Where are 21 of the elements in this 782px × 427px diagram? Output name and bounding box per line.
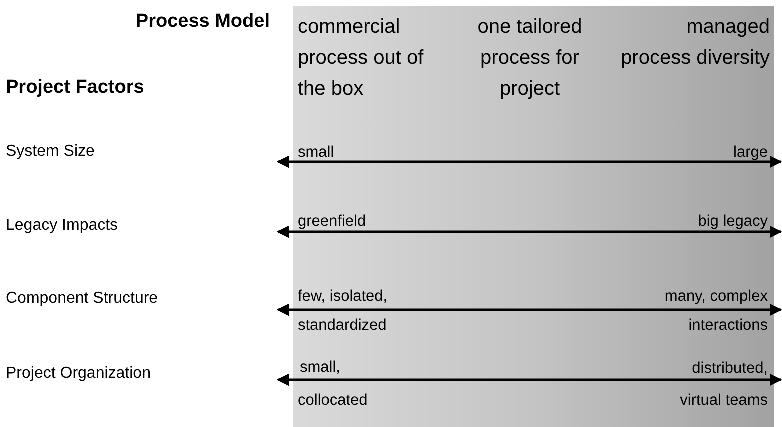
scale-end-label: small, (300, 360, 342, 376)
scale-end-label: standardized (298, 318, 388, 334)
scale-end-label: interactions (688, 318, 768, 334)
row-label: System Size (6, 144, 96, 160)
scale-end-label: small (298, 145, 336, 160)
scale-end-label: greenfield (298, 214, 368, 230)
scale-end-label: large (732, 145, 768, 160)
scale-end-label: virtual teams (679, 393, 768, 408)
row-label: Legacy Impacts (6, 218, 120, 234)
scale-end-label: distributed, (691, 361, 768, 376)
scale-end-label: big legacy (697, 214, 768, 230)
row-label: Project Organization (6, 366, 152, 382)
column-heading: commercial process out of the box (298, 15, 425, 102)
scale-end-label: collocated (298, 393, 369, 408)
row-label: Component Structure (6, 291, 160, 307)
scale-end-label: few, isolated, (298, 289, 389, 304)
column-heading: one tailored process for project (476, 15, 584, 102)
heading: Process Model (134, 12, 270, 31)
column-heading: managed process diversity (620, 15, 770, 71)
scale-end-label: many, complex (664, 289, 768, 304)
heading: Project Factors (6, 78, 146, 97)
